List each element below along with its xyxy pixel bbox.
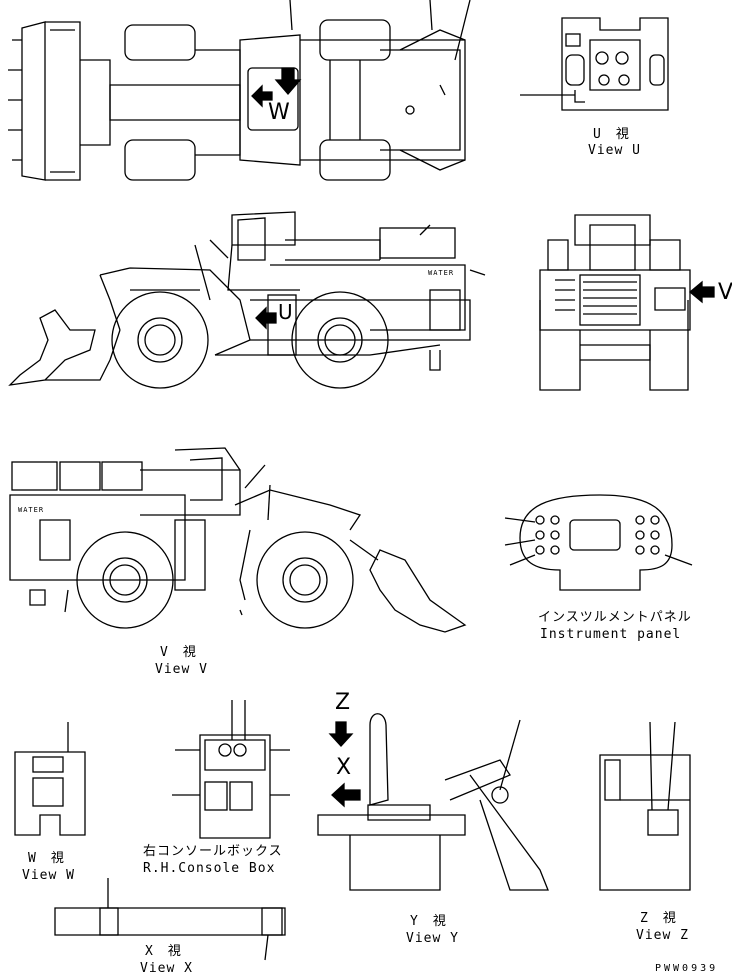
console-box-en: R.H.Console Box xyxy=(143,861,276,876)
reference-code: PWW0939 xyxy=(655,963,719,974)
view-w-jp: W 視 xyxy=(28,851,65,866)
view-y-en: View Y xyxy=(406,931,459,946)
view-w-arrow-icon xyxy=(274,67,302,95)
view-u-drawing xyxy=(520,17,669,111)
view-x-arrow-icon xyxy=(331,782,361,808)
view-z-drawing xyxy=(599,721,691,891)
view-z-en: View Z xyxy=(636,928,689,943)
decal-water-side: WATER xyxy=(428,269,455,277)
arrow-label-x: X xyxy=(336,755,352,780)
view-y-drawing xyxy=(317,713,549,891)
view-y-jp: Y 視 xyxy=(410,914,447,929)
arrow-label-u: U xyxy=(278,300,293,324)
view-x-jp: X 視 xyxy=(145,944,182,959)
view-z-jp: Z 視 xyxy=(640,911,677,926)
top-view-machine xyxy=(8,0,471,181)
view-u-en: View U xyxy=(588,143,641,158)
console-box-drawing xyxy=(172,700,290,839)
instrument-panel-jp: インスツルメントパネル xyxy=(538,610,692,625)
arrow-label-v: V xyxy=(718,280,732,305)
side-view-left xyxy=(8,211,486,389)
view-u-arrow-icon xyxy=(251,84,273,108)
view-x-drawing xyxy=(54,878,286,961)
view-v-arrow-icon xyxy=(688,280,715,304)
instrument-panel-drawing xyxy=(504,494,693,591)
view-v-en: View V xyxy=(155,662,208,677)
view-w-drawing xyxy=(14,722,86,836)
arrow-label-w: W xyxy=(268,100,290,125)
view-u-jp: U 視 xyxy=(593,127,630,142)
view-v-drawing xyxy=(9,447,467,633)
arrow-label-z: Z xyxy=(335,690,351,715)
console-box-jp: 右コンソールボックス xyxy=(143,844,283,859)
decal-water-view-v: WATER xyxy=(18,506,45,514)
view-u-side-arrow-icon xyxy=(255,306,277,330)
view-w-en: View W xyxy=(22,868,75,883)
view-x-en: View X xyxy=(140,961,193,976)
front-view xyxy=(539,214,691,391)
view-z-arrow-icon xyxy=(328,721,354,747)
instrument-panel-en: Instrument panel xyxy=(540,627,682,642)
view-v-jp: V 視 xyxy=(160,645,197,660)
